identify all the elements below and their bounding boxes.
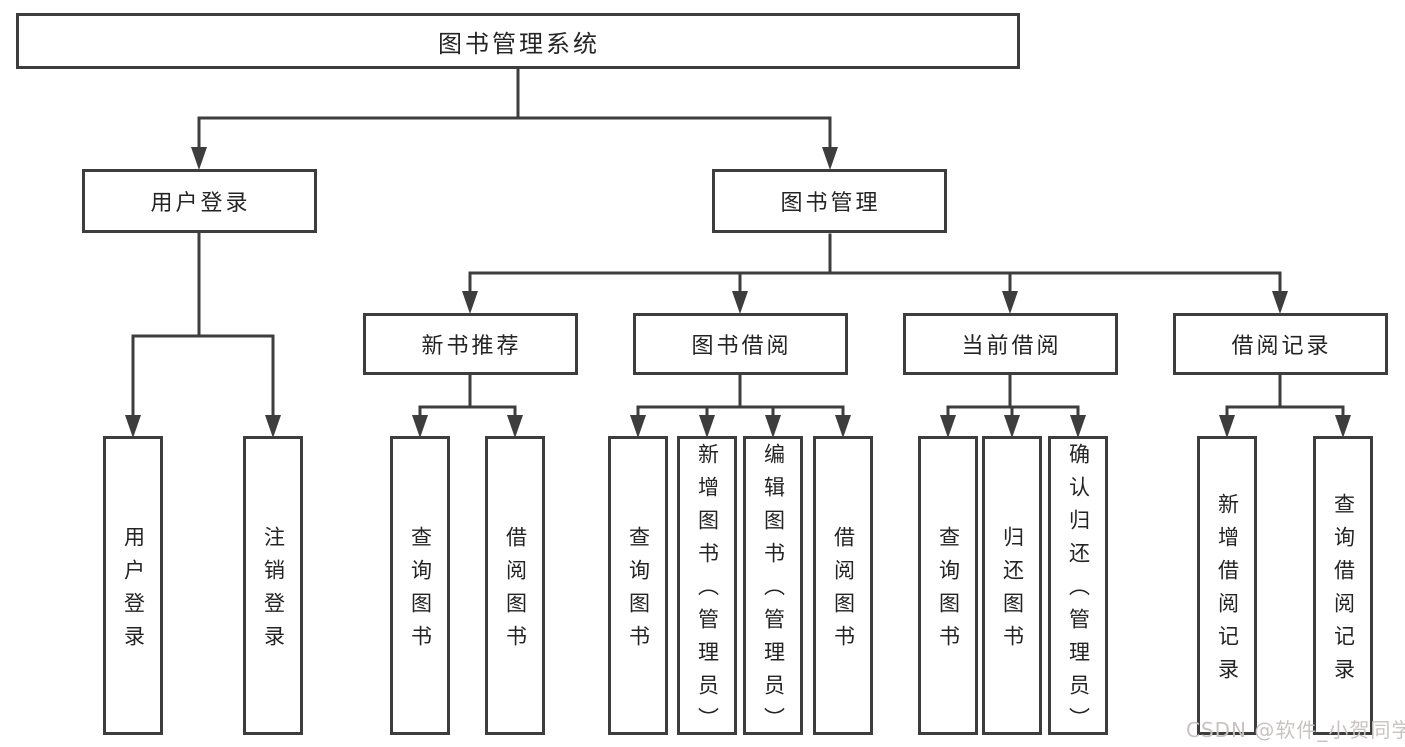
node-label: 用户登录 (121, 525, 146, 658)
leaf-logout: 注销登录 (243, 436, 303, 735)
node-label: 查询图书 (626, 525, 651, 658)
node-current-borrowing: 当前借阅 (903, 313, 1118, 375)
leaf-query-books-borrowing: 查询图书 (608, 436, 668, 735)
node-label: 用户登录 (150, 191, 251, 216)
leaf-user-login: 用户登录 (103, 436, 163, 735)
leaf-query-books-current: 查询图书 (918, 436, 978, 735)
node-label: 新增借阅记录 (1215, 492, 1240, 691)
node-label: 归还图书 (1000, 525, 1025, 658)
node-label: 新书推荐 (421, 334, 522, 359)
leaf-edit-books-admin: 编辑图书（管理员） (743, 436, 803, 740)
node-label: 注销登录 (261, 525, 286, 658)
leaf-return-books: 归还图书 (982, 436, 1042, 735)
leaf-query-borrow-record: 查询借阅记录 (1313, 436, 1373, 735)
node-label: 查询借阅记录 (1331, 492, 1356, 691)
watermark: CSDN @软件_小贺同学 (1186, 718, 1405, 742)
node-label: 新增图书（管理员） (695, 443, 720, 740)
node-user-login: 用户登录 (82, 169, 317, 233)
node-label: 借阅图书 (831, 525, 856, 658)
node-borrowing-records: 借阅记录 (1173, 313, 1388, 375)
node-label: 确认归还（管理员） (1066, 443, 1091, 740)
node-label: 编辑图书（管理员） (761, 443, 786, 740)
leaf-borrow-books-borrowing: 借阅图书 (813, 436, 873, 735)
leaf-query-books-recommend: 查询图书 (390, 436, 450, 735)
node-label: 借阅记录 (1231, 334, 1332, 359)
node-label: 当前借阅 (961, 334, 1062, 359)
node-label: 查询图书 (408, 525, 433, 658)
node-library-management-system: 图书管理系统 (16, 13, 1020, 69)
node-label: 图书管理系统 (438, 29, 600, 58)
node-book-borrowing: 图书借阅 (633, 313, 848, 375)
leaf-borrow-books-recommend: 借阅图书 (485, 436, 545, 735)
node-book-management: 图书管理 (712, 169, 947, 233)
node-label: 图书借阅 (691, 334, 792, 359)
leaf-confirm-return-admin: 确认归还（管理员） (1048, 436, 1108, 740)
arrowheads (125, 147, 1351, 438)
node-label: 查询图书 (936, 525, 961, 658)
node-label: 图书管理 (780, 191, 881, 216)
leaf-add-borrow-record: 新增借阅记录 (1197, 436, 1257, 735)
leaf-add-books-admin: 新增图书（管理员） (677, 436, 737, 740)
node-new-book-recommendation: 新书推荐 (363, 313, 578, 375)
node-label: 借阅图书 (503, 525, 528, 658)
